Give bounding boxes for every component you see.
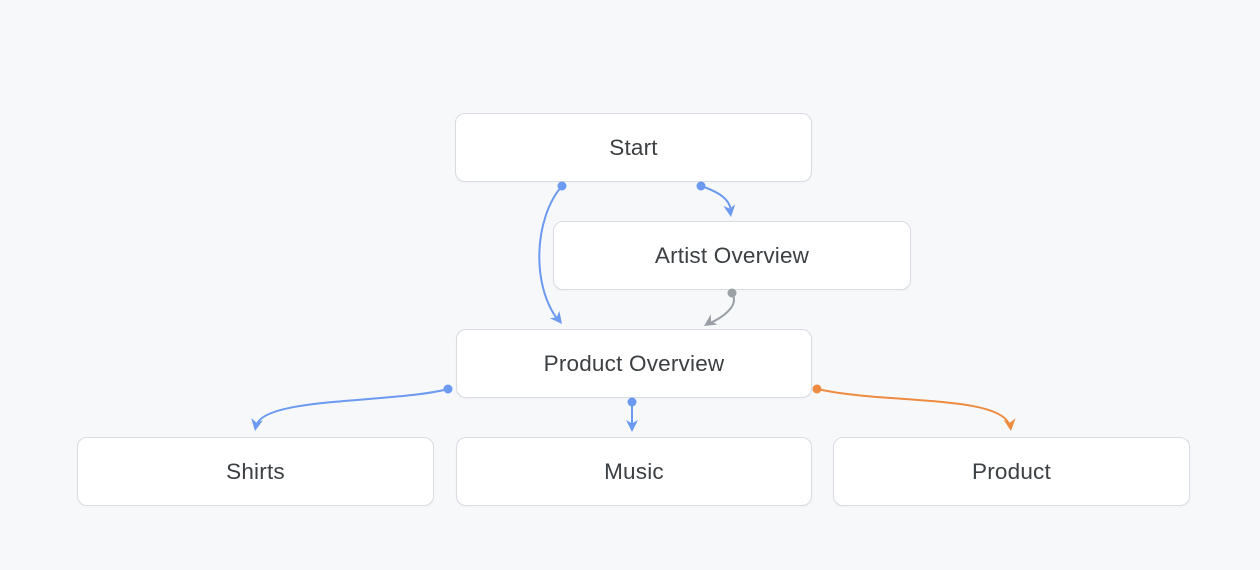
node-product-overview-label: Product Overview	[543, 350, 725, 376]
arrowhead-icon-product-overview-to-music	[626, 420, 638, 432]
node-shirts-label: Shirts	[226, 458, 285, 484]
node-product[interactable]: Product	[833, 437, 1190, 506]
arrowhead-icon-start-to-product-overview	[549, 310, 562, 324]
edge-source-dot-start-to-artist-overview[interactable]	[696, 181, 706, 191]
edge-source-dot-product-overview-to-music[interactable]	[627, 397, 637, 407]
node-artist-overview-label: Artist Overview	[654, 242, 810, 268]
node-product-overview[interactable]: Product Overview	[456, 329, 812, 398]
edge-start-to-artist-overview[interactable]	[696, 181, 737, 218]
arrowhead-icon-start-to-artist-overview	[723, 204, 736, 217]
edge-line-artist-overview-to-product-overview[interactable]	[707, 292, 735, 325]
node-start[interactable]: Start	[455, 113, 812, 182]
edge-source-dot-product-overview-to-product[interactable]	[812, 384, 822, 394]
node-music-label: Music	[604, 458, 664, 484]
node-start-label: Start	[609, 134, 658, 160]
edge-line-product-overview-to-shirts[interactable]	[256, 388, 449, 425]
edge-artist-overview-to-product-overview[interactable]	[701, 288, 737, 332]
edge-source-dot-start-to-product-overview[interactable]	[557, 181, 567, 191]
arrowhead-icon-product-overview-to-product	[1003, 418, 1016, 431]
edge-line-start-to-artist-overview[interactable]	[700, 185, 732, 214]
node-product-label: Product	[972, 458, 1051, 484]
edge-product-overview-to-shirts[interactable]	[249, 384, 453, 433]
arrowhead-icon-product-overview-to-shirts	[251, 418, 263, 431]
edge-product-overview-to-music[interactable]	[626, 397, 638, 433]
node-artist-overview[interactable]: Artist Overview	[553, 221, 911, 290]
node-music[interactable]: Music	[456, 437, 812, 506]
edge-line-product-overview-to-product[interactable]	[816, 388, 1010, 425]
edge-product-overview-to-product[interactable]	[812, 384, 1017, 432]
node-shirts[interactable]: Shirts	[77, 437, 434, 506]
edge-source-dot-product-overview-to-shirts[interactable]	[443, 384, 453, 394]
